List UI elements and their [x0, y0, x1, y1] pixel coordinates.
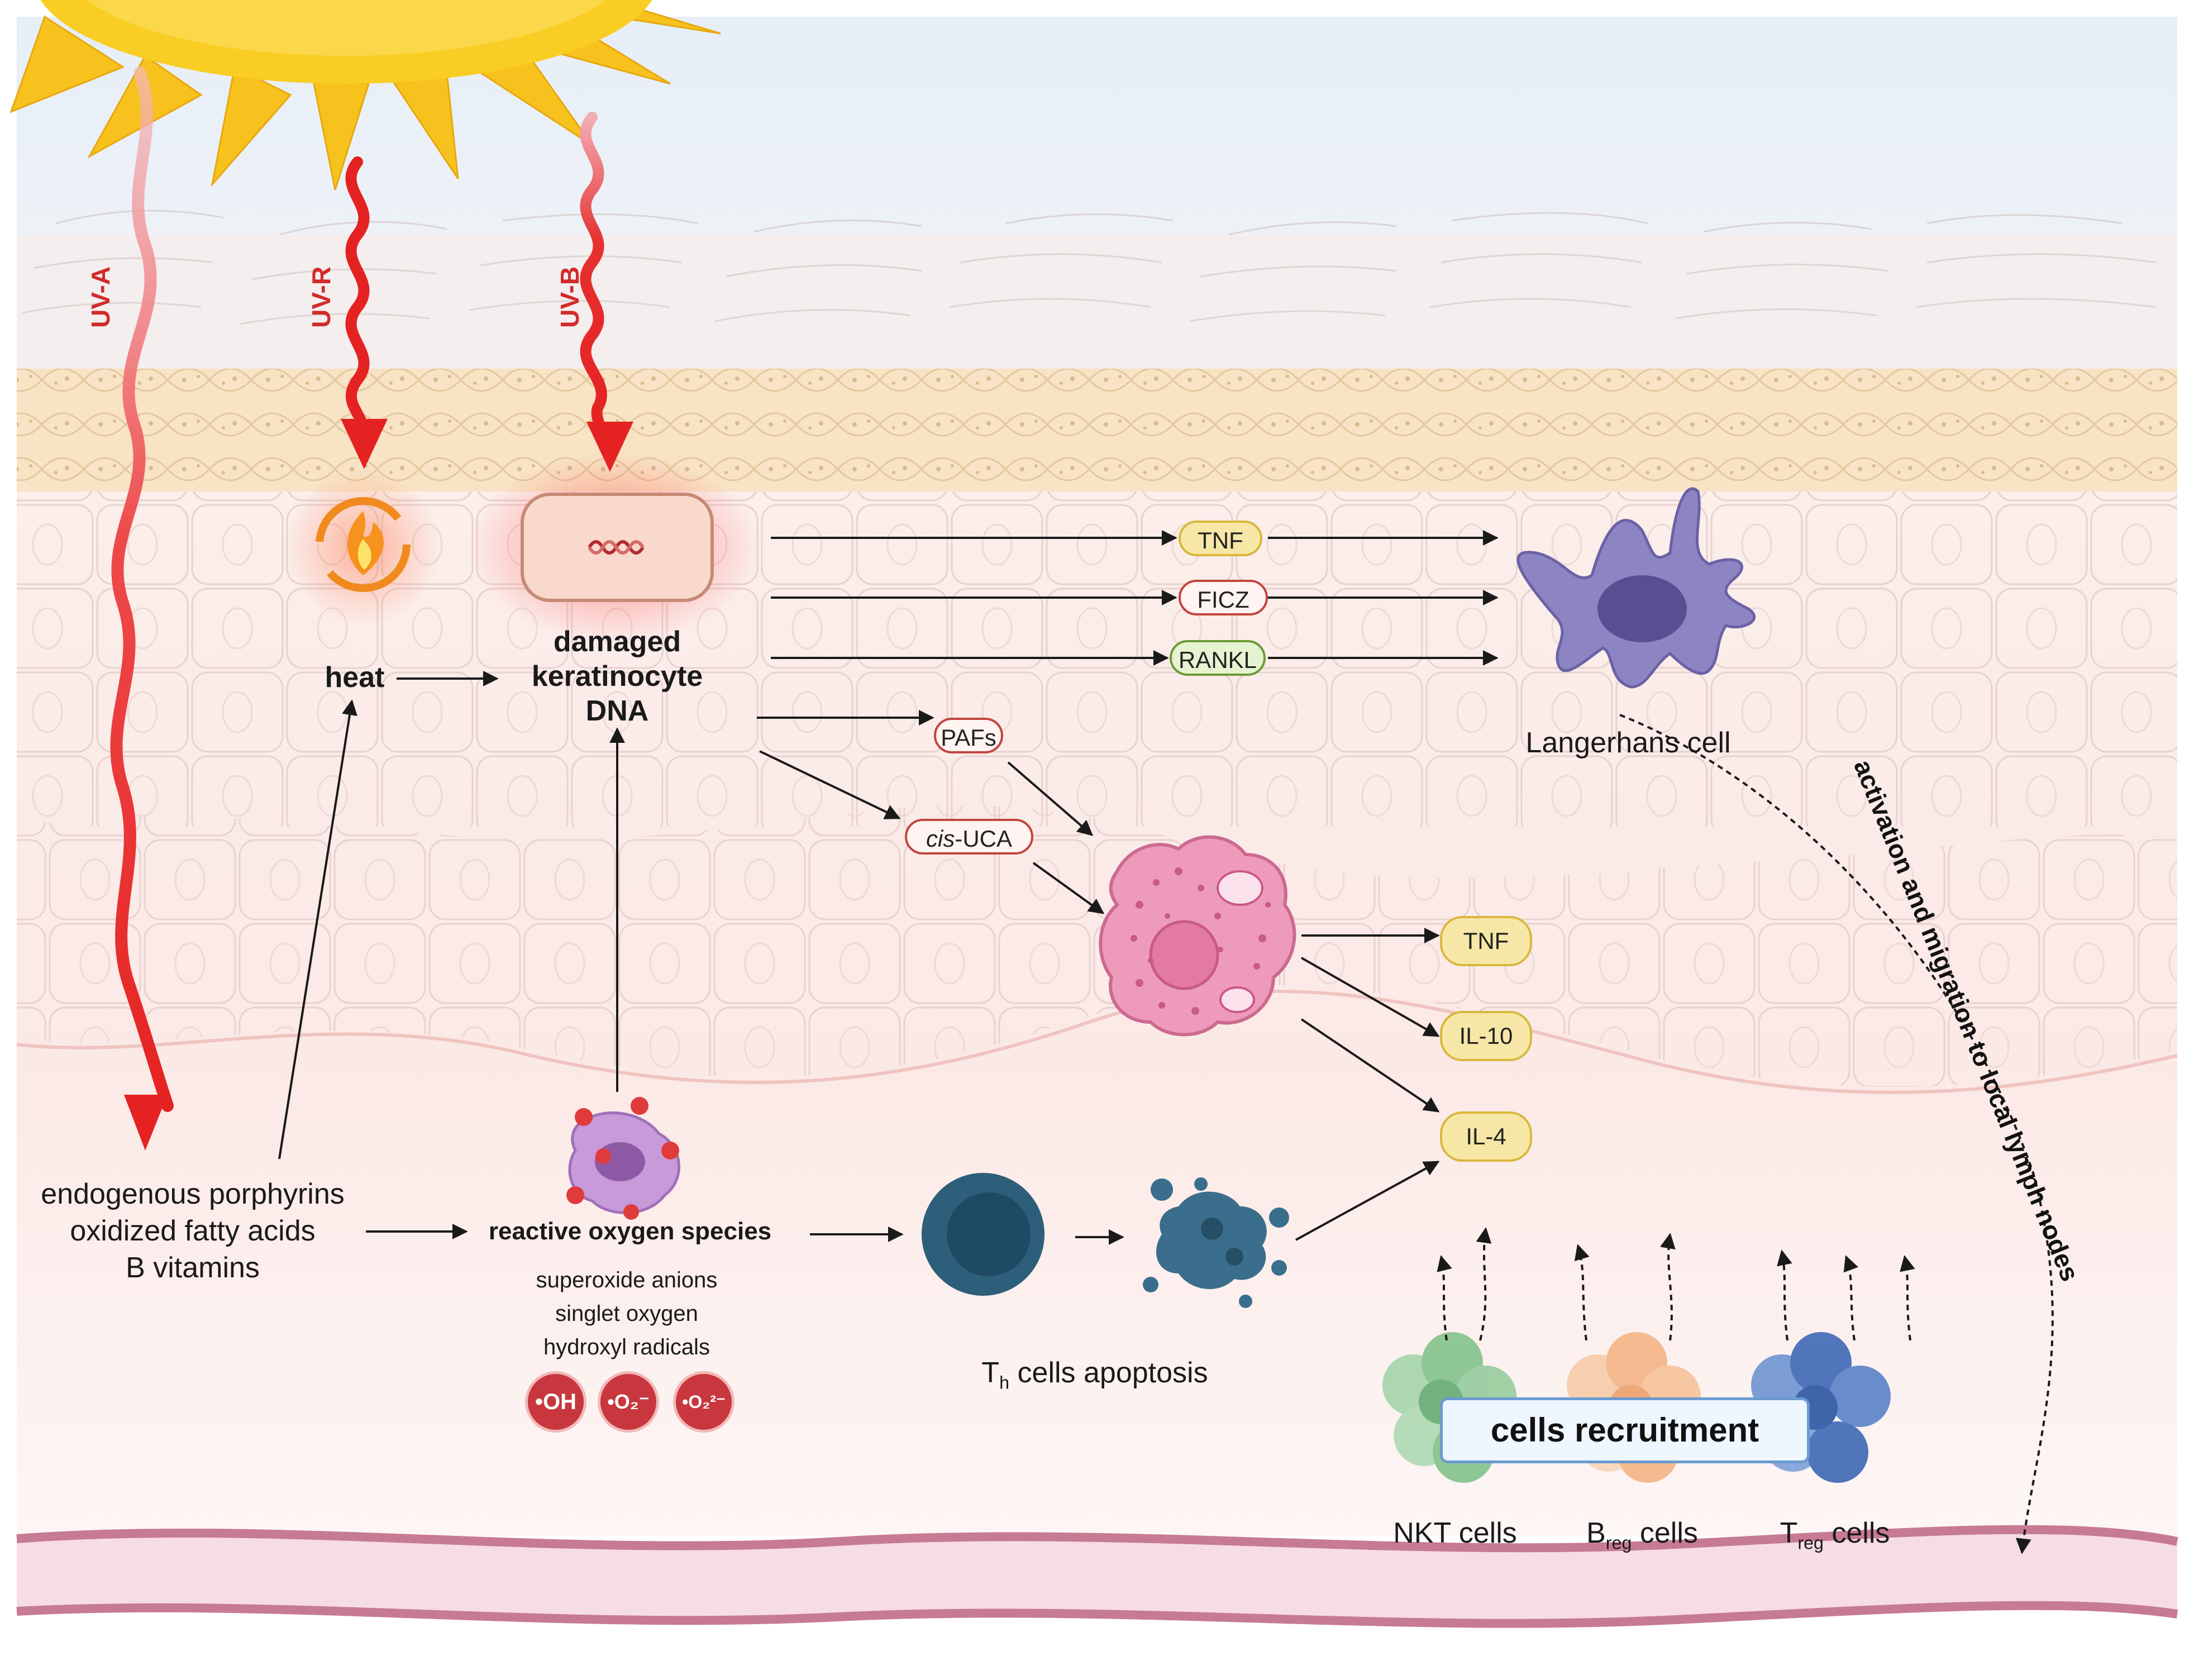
cells-recruitment-box: cells recruitment — [1440, 1397, 1810, 1463]
cis-italic: cis — [926, 825, 955, 852]
cis-rest: -UCA — [955, 825, 1012, 852]
ros-type-2: singlet oxygen — [555, 1301, 698, 1326]
uvb-arrow — [580, 112, 607, 436]
ros-types: superoxide anions singlet oxygen hydroxy… — [536, 1263, 718, 1364]
il4-pill: IL-4 — [1440, 1111, 1532, 1162]
damaged-dna-label: damaged keratinocyte DNA — [532, 624, 703, 728]
uva-arrow — [110, 66, 174, 1112]
breg-label: Breg cells — [1586, 1516, 1698, 1553]
source-1: endogenous porphyrins — [41, 1178, 345, 1210]
th-rest: cells apoptosis — [1009, 1357, 1208, 1389]
ros-type-3: hydroxyl radicals — [543, 1335, 710, 1359]
ros-cell-icon — [566, 1097, 680, 1220]
damaged-line-3: DNA — [585, 695, 649, 727]
treg-main: T — [1780, 1517, 1798, 1549]
breg-sub: reg — [1605, 1533, 1632, 1553]
breg-main: B — [1586, 1517, 1606, 1549]
th-cell-icon — [922, 1173, 1044, 1296]
th-apoptosis-label: Th cells apoptosis — [981, 1356, 1208, 1393]
heat-flame-icon — [285, 469, 441, 626]
rankl-pill: RANKL — [1170, 640, 1266, 676]
sources-label: endogenous porphyrins oxidized fatty aci… — [41, 1176, 345, 1286]
uv-a-label: UV-A — [86, 266, 115, 328]
apoptotic-cell-icon — [1143, 1177, 1289, 1308]
tnf-pill-right: TNF — [1440, 916, 1532, 966]
damaged-line-2: keratinocyte — [531, 660, 703, 693]
damaged-keratinocyte-icon — [469, 452, 760, 642]
th-main: T — [981, 1357, 1000, 1389]
ros-type-1: superoxide anions — [536, 1268, 718, 1292]
nkt-label: NKT cells — [1393, 1517, 1517, 1549]
sun-icon — [9, 0, 721, 190]
heat-label: heat — [325, 661, 385, 694]
uv-b-label: UV-B — [555, 266, 584, 328]
treg-rest: cells — [1823, 1517, 1890, 1549]
source-2: oxidized fatty acids — [70, 1215, 316, 1247]
ros-title: reactive oxygen species — [488, 1218, 772, 1245]
peroxide-badge: •O₂²⁻ — [673, 1371, 734, 1433]
superoxide-badge: •O₂⁻ — [598, 1371, 659, 1433]
treg-sub: reg — [1797, 1533, 1824, 1553]
source-3: B vitamins — [126, 1252, 260, 1284]
pafs-pill: PAFs — [934, 718, 1003, 753]
langerhans-cell-icon — [1516, 487, 1756, 689]
il10-pill: IL-10 — [1440, 1011, 1532, 1061]
cis-uca-pill: cis-UCA — [905, 819, 1033, 855]
th-sub: h — [999, 1372, 1010, 1393]
langerhans-label: Langerhans cell — [1525, 727, 1731, 759]
uvr-arrow — [345, 156, 370, 436]
uv-r-label: UV-R — [307, 266, 336, 328]
ficz-pill: FICZ — [1179, 580, 1268, 615]
breg-rest: cells — [1632, 1517, 1698, 1549]
mast-cell-icon — [1099, 835, 1296, 1037]
tnf-pill-top: TNF — [1179, 521, 1262, 556]
treg-label: Treg cells — [1780, 1516, 1890, 1553]
hydroxyl-radical-badge: •OH — [525, 1371, 586, 1433]
damaged-line-1: damaged — [553, 626, 681, 658]
